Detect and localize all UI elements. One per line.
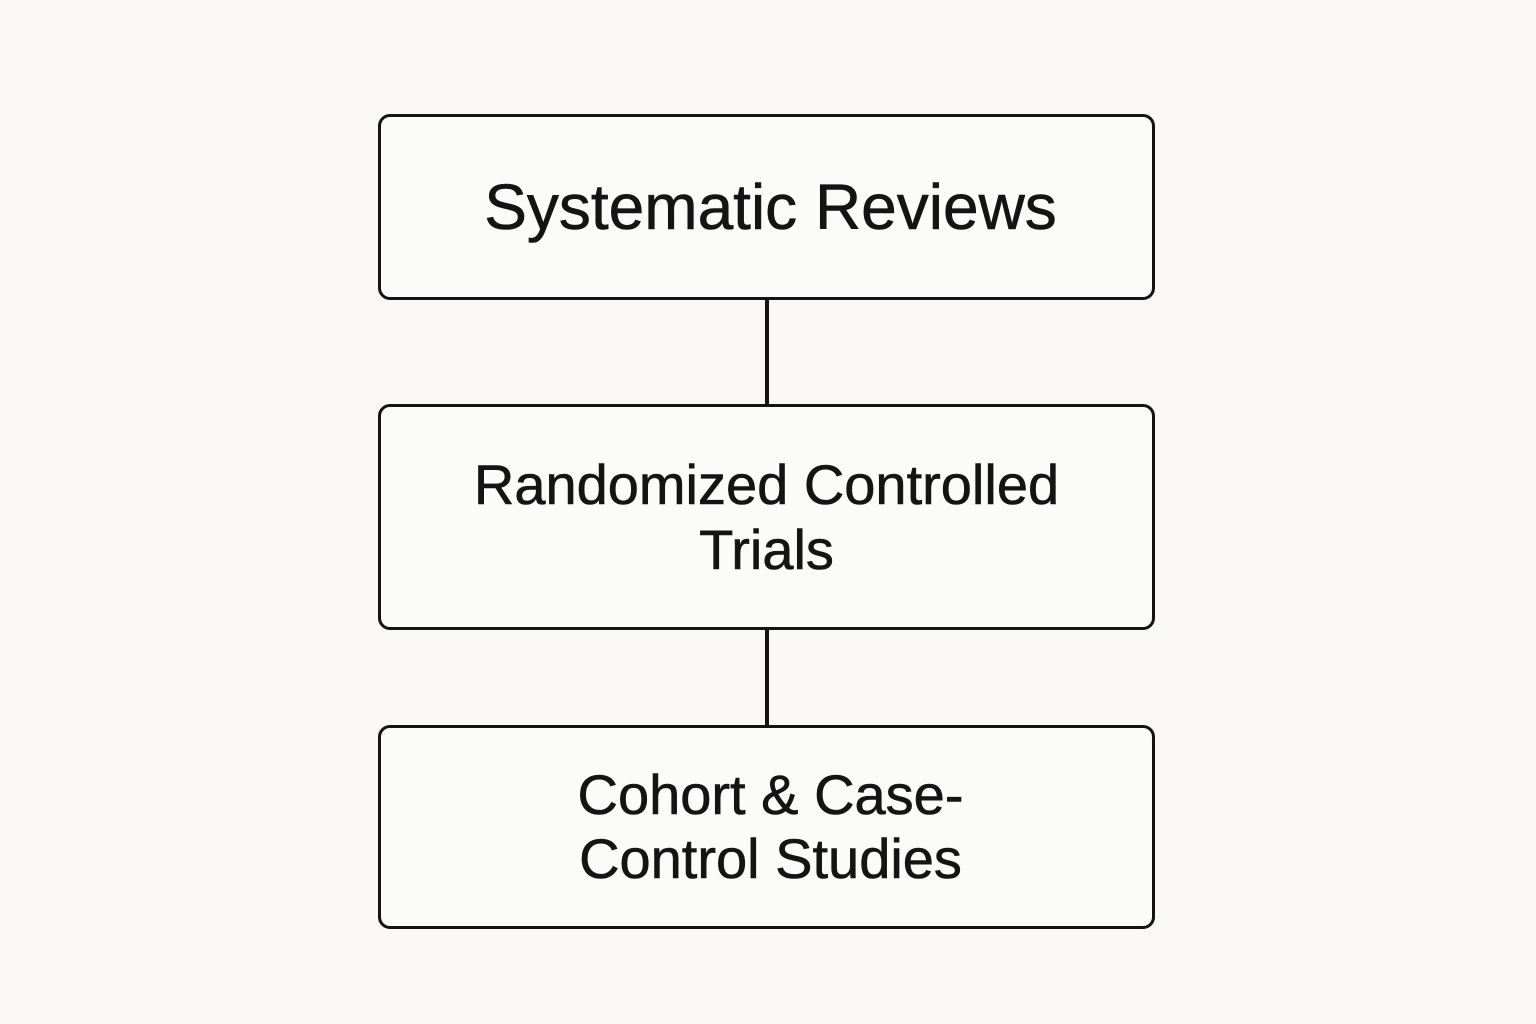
- node-label-randomized-controlled-trials: Randomized Controlled Trials: [473, 453, 1060, 582]
- node-systematic-reviews: Systematic Reviews: [378, 114, 1155, 300]
- connector-systematic-reviews-to-rcts: [765, 300, 769, 404]
- node-cohort-case-control-studies: Cohort & Case- Control Studies: [378, 725, 1155, 929]
- node-label-cohort-case-control-studies: Cohort & Case- Control Studies: [577, 763, 964, 891]
- node-randomized-controlled-trials: Randomized Controlled Trials: [378, 404, 1155, 630]
- connector-rcts-to-cohort-studies: [765, 630, 769, 725]
- node-label-systematic-reviews: Systematic Reviews: [484, 171, 1057, 243]
